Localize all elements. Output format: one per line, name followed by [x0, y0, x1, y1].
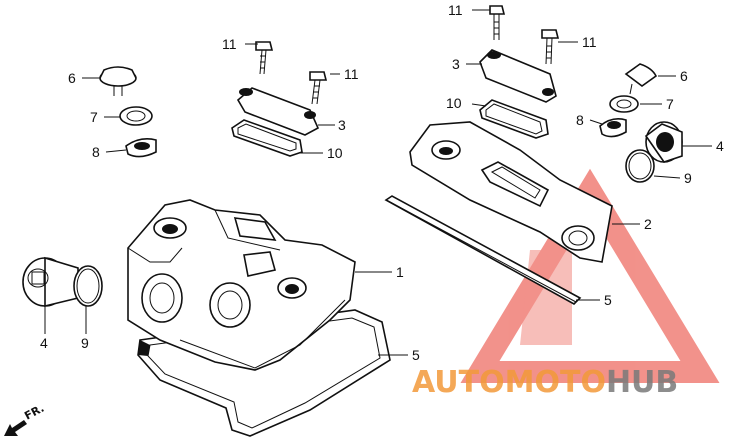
callout-5: 5 [412, 347, 420, 363]
callout-9: 9 [81, 335, 89, 351]
breather-gasket-left [231, 119, 303, 157]
callout-4: 4 [40, 335, 48, 351]
end-cap-left [22, 256, 79, 308]
watermark-moto: MOTO [505, 365, 606, 400]
breather-cover-right [479, 49, 557, 103]
rubber-cap-right [624, 63, 658, 95]
grommet-left [125, 138, 157, 158]
callout-11: 11 [448, 2, 463, 18]
callout-4: 4 [716, 138, 724, 154]
front-direction-indicator: FR. [4, 402, 46, 436]
breather-gasket-right [479, 99, 549, 139]
o-ring-right [625, 149, 655, 183]
bolt-right-a [489, 5, 506, 40]
callout-5: 5 [604, 292, 612, 308]
callout-3: 3 [338, 117, 346, 133]
bolt-right-b [541, 29, 560, 65]
callout-11: 11 [582, 34, 597, 50]
watermark-auto: AUTO [412, 365, 505, 400]
callout-6: 6 [68, 70, 76, 86]
svg-text:AUTOMOTOHUB: AUTOMOTOHUB [412, 365, 678, 400]
cylinder-head-cover-gasket-right [384, 195, 582, 305]
callout-7: 7 [666, 96, 674, 112]
leader-lines [44, 9, 712, 356]
callout-7: 7 [90, 109, 98, 125]
front-direction-label: FR. [22, 402, 46, 423]
callout-1: 1 [396, 264, 404, 280]
callout-10: 10 [446, 95, 462, 111]
bolt-left-b [309, 71, 328, 105]
callout-2: 2 [644, 216, 652, 232]
rubber-cap-left [99, 66, 137, 96]
end-cap-right [644, 121, 683, 163]
callout-labels: 11 11 6 7 8 3 10 1 5 4 9 11 11 3 10 6 7 … [40, 2, 724, 363]
callout-6: 6 [680, 68, 688, 84]
cylinder-head-cover-right [409, 121, 613, 263]
callout-3: 3 [452, 56, 460, 72]
callout-11: 11 [222, 36, 237, 52]
callout-8: 8 [576, 112, 584, 128]
breather-cover-left [236, 87, 320, 136]
watermark-hub: HUB [606, 365, 678, 400]
cylinder-head-cover-left [127, 199, 356, 371]
callout-10: 10 [327, 145, 343, 161]
washer-right [609, 95, 639, 113]
watermark-text: AUTOMOTOHUB [412, 365, 678, 400]
front-arrow-icon [4, 420, 27, 436]
grommet-right [599, 118, 627, 138]
bolt-left-a [255, 41, 274, 75]
callout-9: 9 [684, 170, 692, 186]
callout-8: 8 [92, 144, 100, 160]
washer-left [119, 106, 153, 126]
callout-11: 11 [344, 66, 359, 82]
o-ring-left [73, 265, 103, 307]
